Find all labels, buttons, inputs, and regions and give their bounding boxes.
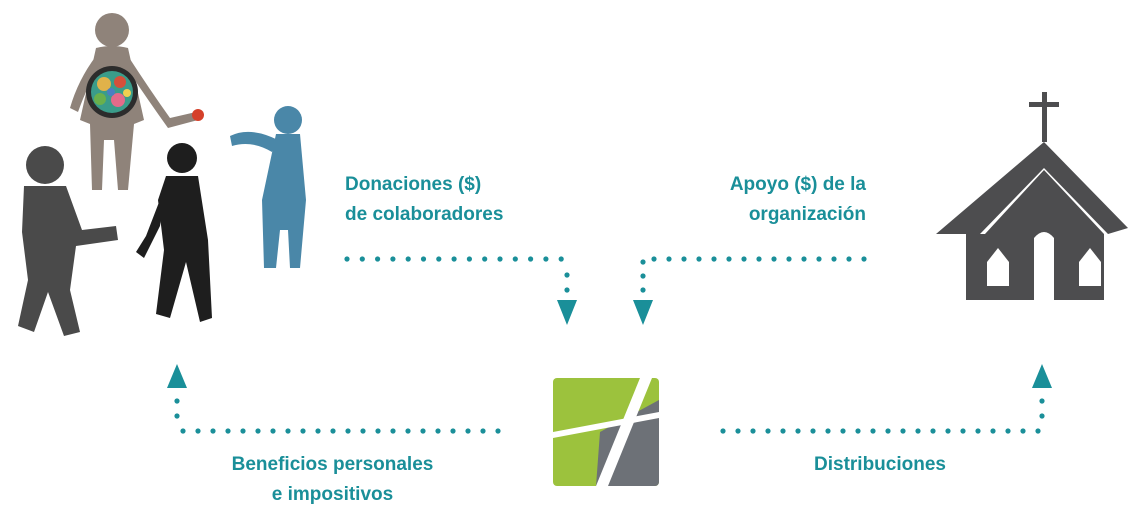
support-arrow — [633, 256, 867, 325]
benefits-label: Beneficios personales e impositivos — [200, 450, 465, 510]
distributions-label-line-1: Distribuciones — [814, 454, 946, 475]
left-adult-figure — [18, 146, 118, 336]
ball — [192, 109, 204, 121]
donations-arrow — [344, 256, 577, 325]
church-icon — [936, 92, 1128, 300]
distributions-label: Distribuciones — [780, 450, 980, 480]
donations-label-line-1: Donaciones ($) — [345, 174, 482, 195]
donations-label-line-2: de colaboradores — [345, 204, 504, 225]
support-label-line-1: Apoyo ($) de la — [729, 174, 866, 195]
benefits-label-line-1: Beneficios personales — [231, 454, 434, 475]
child-figure — [230, 106, 306, 268]
benefits-arrow — [167, 364, 501, 434]
colorful-globe — [86, 66, 138, 118]
distributions-arrow — [720, 364, 1052, 434]
people-illustration-icon — [18, 13, 306, 336]
support-label: Apoyo ($) de la organización — [660, 170, 866, 230]
benefits-label-line-2: e impositivos — [271, 484, 394, 505]
donations-label: Donaciones ($) de colaboradores — [345, 170, 503, 230]
support-label-line-2: organización — [748, 204, 866, 225]
walking-figure — [136, 143, 212, 322]
organization-logo-icon — [553, 378, 659, 486]
